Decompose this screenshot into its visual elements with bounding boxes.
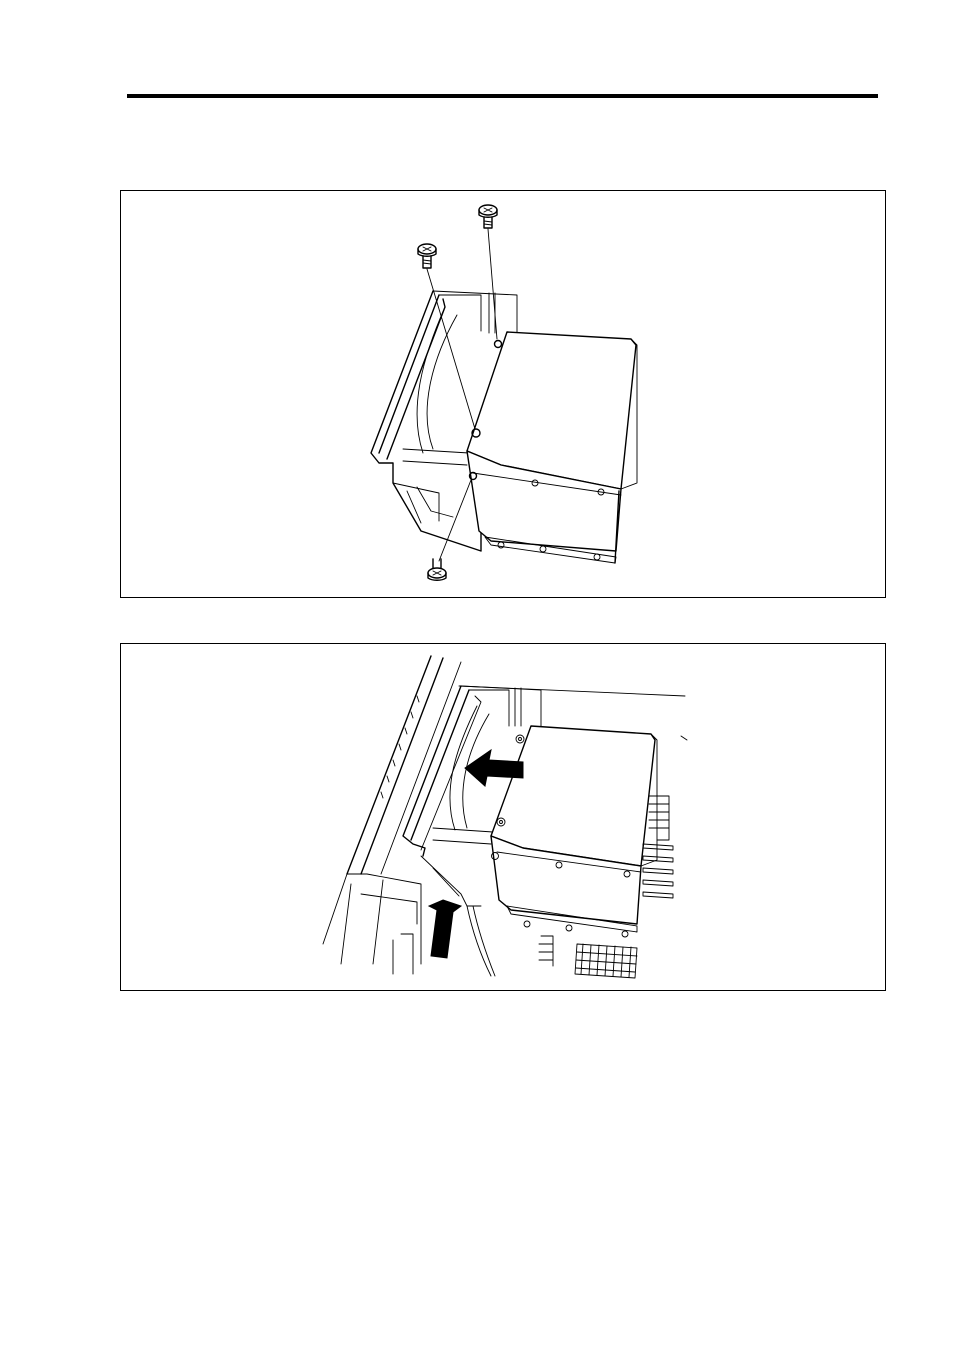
- screw-top-right: [479, 205, 497, 339]
- screw-bottom: [428, 480, 471, 580]
- screw-removal-illustration: [121, 191, 887, 599]
- header-rule: [127, 94, 878, 98]
- board-connectors: [539, 936, 637, 978]
- lift-up-arrow: [429, 900, 461, 958]
- figure-drive-removal: [120, 643, 886, 991]
- screw-top-left: [418, 244, 475, 429]
- drive-unit: [491, 726, 657, 937]
- drive-removal-illustration: [121, 644, 887, 992]
- cables: [467, 906, 495, 976]
- drive-unit: [467, 332, 637, 563]
- figure-screw-removal: [120, 190, 886, 598]
